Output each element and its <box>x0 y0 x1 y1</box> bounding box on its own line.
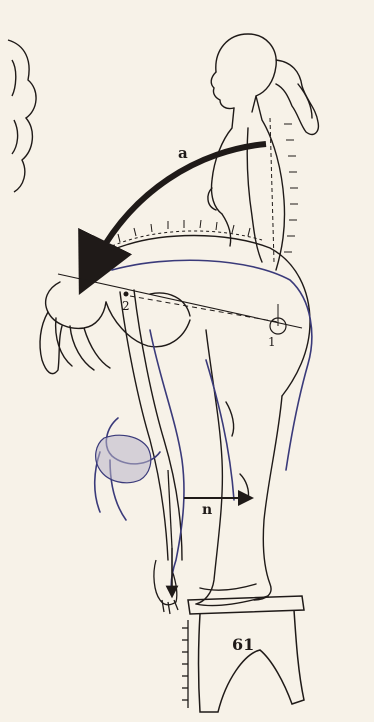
distance-label: n <box>202 502 212 518</box>
rotation-arrow <box>92 144 266 268</box>
lower-hanging-head <box>96 435 151 483</box>
hand-vertical-line <box>168 470 172 548</box>
shoulder-point-marker <box>124 292 129 297</box>
forward-bent-figure <box>40 236 310 606</box>
hip-to-shoulder-dashed-line <box>130 296 278 322</box>
upright-spine-scale <box>270 118 298 262</box>
partial-figure-left-edge <box>8 40 36 192</box>
stool <box>188 596 304 712</box>
arc-label: a <box>178 144 188 162</box>
floor-scale <box>182 620 188 708</box>
point-1-label: 1 <box>268 335 276 349</box>
stool-number: 61 <box>232 635 254 654</box>
point-2-label: 2 <box>122 299 130 313</box>
